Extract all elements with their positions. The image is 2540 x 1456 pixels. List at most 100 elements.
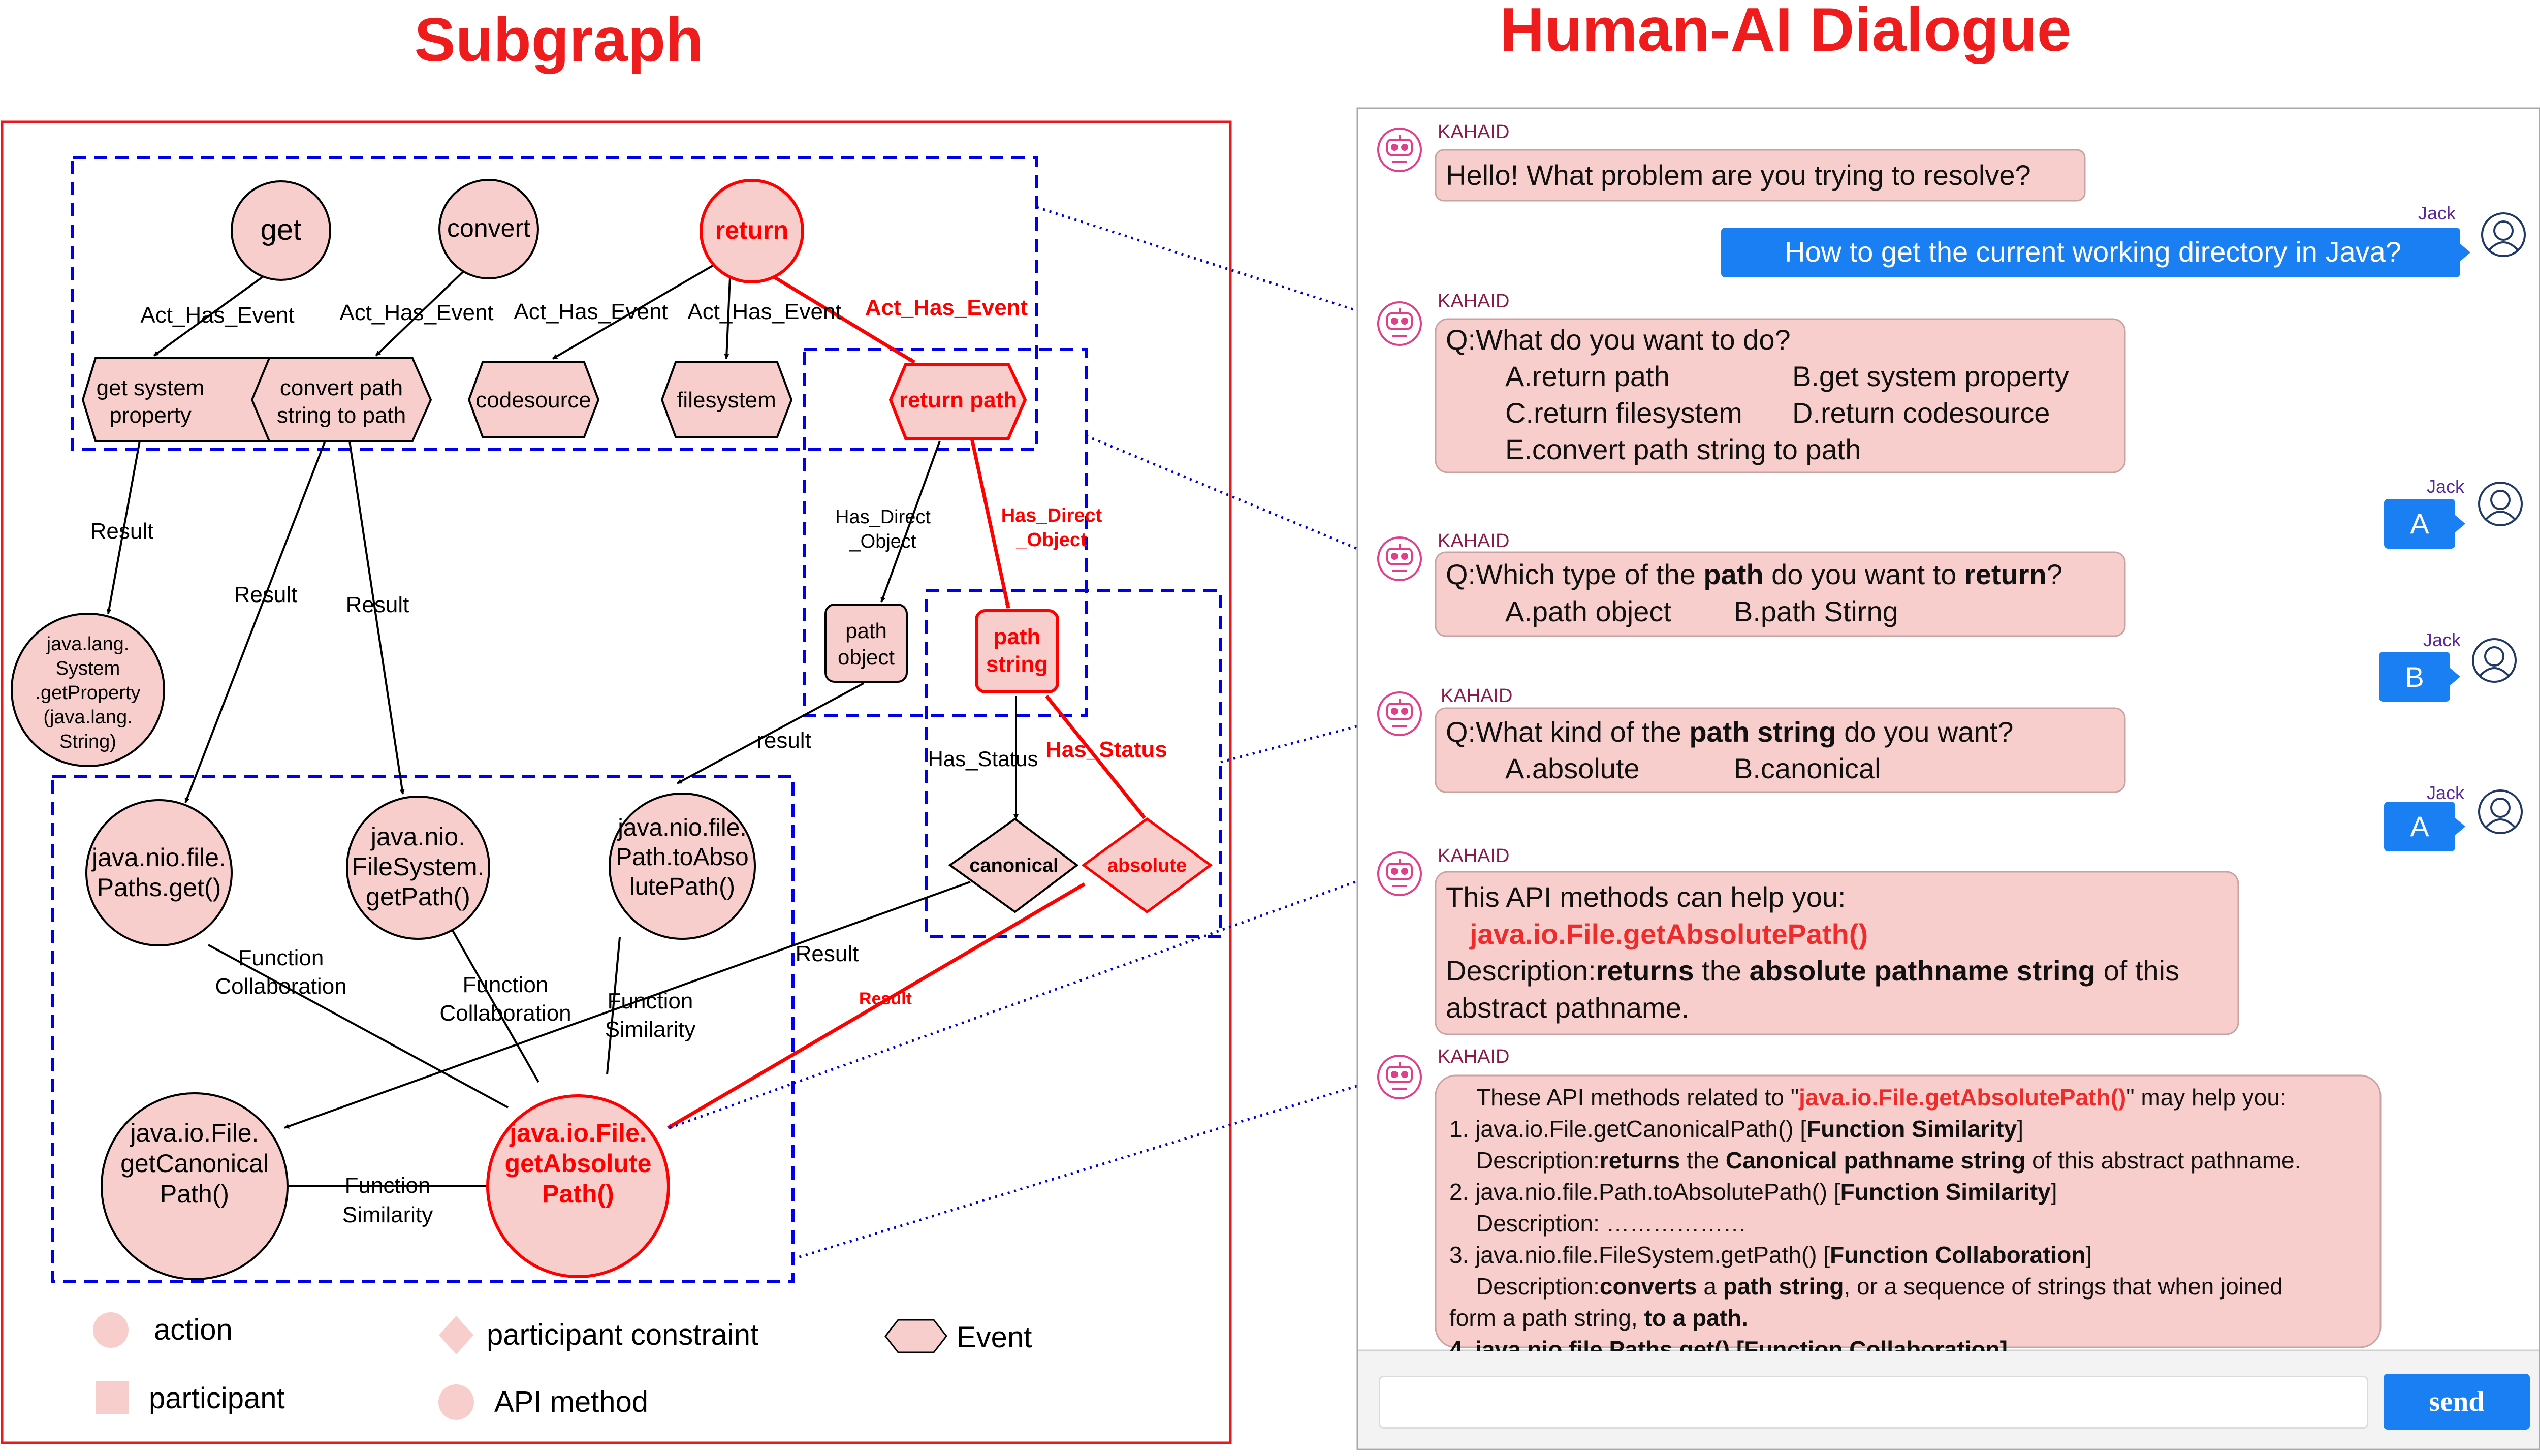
user-icons [2472,212,2526,834]
nodes [11,179,1213,1280]
legend-event-swatch [884,1319,947,1353]
connector-3 [1220,720,1376,764]
edge-convert-event [375,264,471,357]
legend-participant-swatch [96,1381,129,1414]
system-getproperty-label-1: java.lang. [46,634,130,655]
system-getproperty-label-5: String) [59,731,116,752]
highlight-edges [667,273,1146,1130]
q2-option-b: B.path Stirng [1734,595,1898,627]
bot-icon [1377,1055,1422,1099]
label-func-collab-2b: Collaboration [439,1001,571,1026]
edge-convert-fsgetpath [348,440,405,795]
api-node-getabsolutepath [486,1094,670,1278]
getabsolute-label-2: getAbsolute [505,1149,652,1178]
api-node-fs-getpath [346,796,490,940]
system-getproperty-label-2: System [56,658,120,679]
label-result-2: Result [234,582,298,607]
legend-constraint-swatch [439,1316,473,1354]
related-item-3-desc-2: form a path string, to a path. [1449,1305,1748,1331]
connector-5 [792,1078,1379,1260]
bot-name: KAHAID [1438,1046,1509,1067]
edge-property-result [106,440,141,614]
user-icon [2472,638,2517,683]
getcanonical-label-1: java.io.File. [130,1119,259,1147]
label-func-sim-2b: Similarity [342,1202,433,1227]
edges [106,263,1019,1187]
label-act-has-event-2: Act_Has_Event [339,300,493,325]
edge-pathstring-absolute [1045,694,1146,819]
label-func-collab-2a: Function [463,972,549,997]
label-result-3: Result [346,592,409,617]
q3-option-a: A.absolute [1505,752,1640,784]
api-node-getcanonicalpath [101,1092,289,1280]
label-has-direct-object-1: Has_Direct [835,507,931,528]
q1-option-d: D.return codesource [1792,397,2050,429]
action-node-return [700,179,804,283]
label-act-has-event-4: Act_Has_Event [687,299,841,324]
bot-icon [1377,301,1422,346]
api-node-paths-get [85,799,233,946]
api-methods-dashed-box [51,775,795,1283]
system-getproperty-label-3: .getProperty [36,682,141,704]
q1-option-a: A.return path [1505,360,1670,392]
label-func-sim-1b: Similarity [605,1017,695,1042]
user-bubble-a2 [2384,802,2455,851]
bot-name: KAHAID [1438,121,1509,143]
related-item-1: 1. java.io.File.getCanonicalPath() [Func… [1449,1116,2023,1142]
api-node-system-getproperty [11,613,165,767]
user-bubble-tail [2460,244,2470,261]
q1-option-e: E.convert path string to path [1505,433,1861,465]
legend-api-swatch [438,1384,474,1420]
bot-name: KAHAID [1438,530,1509,552]
rec-desc-2: abstract pathname. [1446,992,1689,1024]
bot-bubble-q1 [1435,318,2126,473]
get-system-property-label-1: get system [97,375,205,400]
chat-message-input[interactable] [1379,1376,2368,1429]
event-node-return-path [888,363,1027,440]
q2-question: Q:Which type of the path do you want to … [1446,558,2062,590]
edge-fsgetpath-abs [451,929,539,1083]
user-answer-b: B [2405,661,2424,693]
edge-labels: Act_Has_Event Act_Has_Event Act_Has_Even… [90,295,1167,1227]
user-name: Jack [2427,476,2465,497]
label-has-status: Has_Status [928,747,1038,771]
user-bubble-tail [2455,515,2465,532]
user-bubble-a1 [2384,499,2455,549]
action-node-get [231,180,331,281]
participant-node-path-string [975,609,1059,693]
user-icon [2478,482,2523,526]
api-node-path-toabsolutepath [609,793,756,940]
constraint-node-absolute [1081,817,1213,914]
get-system-property-label-2: property [109,403,191,428]
rec-api: java.io.File.getAbsolutePath() [1469,918,1868,950]
bot-icon [1377,128,1422,172]
q3-option-b: B.canonical [1734,752,1881,784]
toabs-label-3: lutePath() [629,873,735,900]
edge-convert-paths [184,440,326,803]
related-item-3: 3. java.nio.file.FileSystem.getPath() [F… [1449,1242,2092,1268]
label-has-status-red: Has_Status [1045,737,1167,762]
edge-absolute-getabsolute [667,882,1086,1130]
system-getproperty-label-4: (java.lang. [43,707,132,728]
legend-participant-label: participant [149,1382,285,1415]
label-func-sim-2a: Function [345,1173,431,1198]
subgraph-frame [1,120,1232,1444]
chat-messages: Hello! What problem are you trying to re… [1446,159,2429,1024]
label-act-has-event-red: Act_Has_Event [865,295,1028,320]
codesource-label: codesource [475,388,591,413]
label-has-direct-object-red-1: Has_Direct [1001,505,1102,526]
label-act-has-event-3: Act_Has_Event [514,299,668,324]
events-dashed-box [71,156,1038,451]
user-names: Jack Jack Jack Jack [2418,203,2465,803]
getabsolute-label-3: Path() [542,1180,614,1208]
rec-desc: Description:returns the absolute pathnam… [1446,955,2179,987]
user-answer-a1: A [2410,508,2429,540]
q1-question: Q:What do you want to do? [1446,324,1791,356]
send-button[interactable]: send [2384,1374,2530,1430]
edge-paths-abs [208,944,509,1109]
legend-constraint-label: participant constraint [487,1318,758,1351]
label-result-4: Result [796,941,859,966]
edge-pathobject-abs [677,682,864,784]
bot-bubble-greeting [1435,149,2086,202]
bot-icon [1377,851,1422,896]
